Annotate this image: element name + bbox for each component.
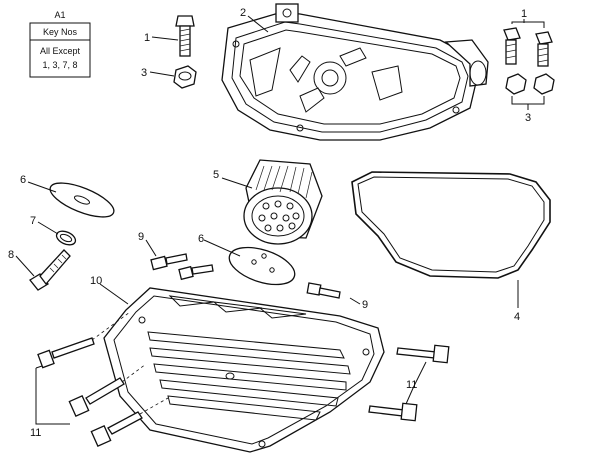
bolt-part-1-left [175,15,195,57]
callout-1-right: 1 [521,8,527,20]
key-box: A1 Key Nos All Except 1, 3, 7, 8 [29,10,91,78]
nut-part-3-left [173,65,197,89]
gasket-part-4 [351,171,551,279]
screw-part-9-right [306,282,341,299]
callout-9-right: 9 [362,299,368,311]
callout-10: 10 [90,275,102,287]
callout-labels: 1 2 3 1 3 5 6 6 7 8 9 9 10 4 11 11 [8,7,531,439]
screws-part-9-top [150,253,214,281]
key-box-title: Key Nos [43,27,78,37]
callout-4: 4 [514,311,520,323]
callout-7: 7 [30,215,36,227]
callout-11-right: 11 [406,379,417,391]
air-filter-part-5 [243,159,323,245]
key-box-ref: A1 [54,10,65,20]
key-box-line2: 1, 3, 7, 8 [42,60,77,70]
nuts-part-3-right [505,73,555,95]
airbox-housing-part-2 [221,3,489,141]
key-box-line1: All Except [40,46,81,56]
callout-8: 8 [8,249,14,261]
cap-screws-part-11 [37,311,450,448]
bolt-part-8 [29,249,71,291]
callout-11-left: 11 [30,427,41,439]
callout-6-left: 6 [20,174,26,186]
bolts-part-1-right [503,27,553,67]
leader-lines [15,15,545,425]
callout-5: 5 [213,169,219,181]
disc-part-6-mid [228,246,296,286]
callout-2: 2 [240,7,246,19]
callout-3-right: 3 [525,112,531,124]
oring-part-7 [55,230,77,246]
callout-3-left: 3 [141,67,147,79]
airbox-cover-part-10 [103,287,385,453]
callout-1-left: 1 [144,32,150,44]
callout-9-top: 9 [138,231,144,243]
washer-part-6-left [49,182,115,218]
callout-6-mid: 6 [198,233,204,245]
